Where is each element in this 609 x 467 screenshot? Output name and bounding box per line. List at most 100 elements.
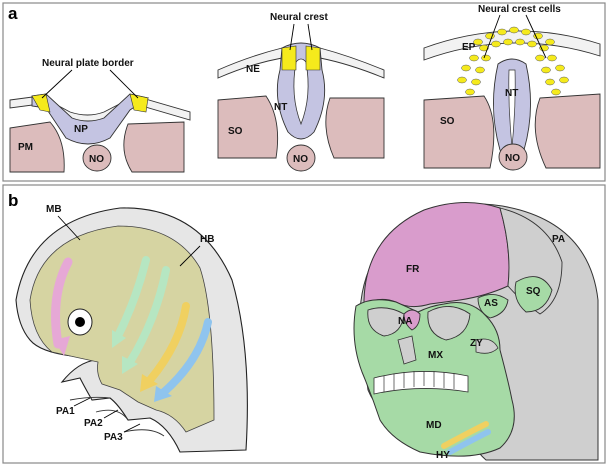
neural-crest-right (305, 45, 321, 71)
adult-skull: FR PA AS SQ NA ZY MX MD HY (353, 201, 599, 461)
neural-plate-border-left (31, 93, 51, 113)
label-np: NP (74, 124, 88, 135)
crest-cell (547, 54, 557, 62)
pointer-cells-right (525, 14, 547, 59)
label-nt-2: NT (274, 102, 287, 113)
crest-cell (509, 26, 519, 34)
crest-cell (473, 38, 483, 46)
label-na: NA (398, 316, 412, 327)
label-neural-crest: Neural crest (270, 12, 328, 23)
migration-arrow-green-2 (126, 266, 170, 366)
nasal-cavity (397, 335, 417, 365)
panel-b: b MB HB PA1 PA2 PA (2, 184, 606, 464)
label-ep: EP (462, 42, 476, 53)
label-pa2: PA2 (84, 418, 103, 429)
migration-arrowhead-blue (154, 386, 172, 402)
pointer-border-left (41, 69, 73, 99)
somite-right-3 (534, 93, 601, 169)
neural-plate-border-right (129, 93, 149, 113)
label-hb: HB (200, 234, 214, 245)
migration-arrow-green-1 (114, 256, 150, 340)
crest-cell (545, 78, 555, 86)
label-fr: FR (406, 264, 420, 275)
hyoid-blue (447, 429, 491, 455)
teeth (373, 371, 469, 395)
neural-crest-left (281, 45, 297, 71)
crest-cell (491, 40, 501, 48)
migration-arrow-pink (51, 257, 73, 349)
stage-neural-tube: Neural crest NE NT SO NO (217, 12, 385, 172)
pointer-hb (179, 245, 201, 267)
stage-neural-crest-cells: Neural crest cells EP NT SO NO (423, 4, 601, 171)
crest-cell (481, 54, 491, 62)
crest-cell (471, 78, 481, 86)
eye-socket-right (427, 306, 471, 341)
label-ne: NE (246, 64, 260, 75)
label-pa3: PA3 (104, 432, 123, 443)
somite-left-3 (423, 95, 495, 169)
notochord-1 (82, 144, 112, 172)
crest-cell (485, 32, 495, 40)
crest-cell (465, 88, 475, 96)
panel-a-letter: a (8, 4, 18, 23)
crest-cell (475, 66, 485, 74)
tooth-separators (383, 371, 455, 392)
crest-cell (503, 38, 513, 46)
label-pm: PM (18, 142, 33, 153)
pharyngeal-arch-contours (69, 396, 165, 437)
crest-cell (551, 88, 561, 96)
somite-right-2 (325, 97, 385, 159)
label-neural-crest-cells: Neural crest cells (478, 4, 561, 15)
label-pa1: PA1 (56, 406, 75, 417)
crest-cell (469, 54, 479, 62)
epidermis (423, 30, 601, 61)
panel-b-frame (2, 184, 606, 464)
migration-arrowhead-green-2 (122, 356, 138, 374)
pupil (75, 317, 85, 327)
crest-cell (541, 66, 551, 74)
ectoderm-right (319, 47, 385, 79)
paraxial-mesoderm-left (9, 121, 65, 173)
somite-left-2 (217, 95, 279, 159)
migration-arrow-yellow (146, 302, 190, 384)
pointer-crest-left (289, 23, 295, 51)
label-mx: MX (428, 350, 443, 361)
migration-arrow-blue (160, 318, 212, 396)
squamosal-bone (514, 276, 553, 313)
hyoid-yellow (441, 421, 489, 449)
stage-neural-plate: Neural plate border NP PM NO (9, 58, 191, 173)
pointer-pa1 (73, 397, 91, 407)
label-as: AS (484, 298, 498, 309)
notochord-2 (286, 144, 316, 172)
label-pa: PA (552, 234, 565, 245)
label-so-2: SO (228, 126, 243, 137)
pointer-pa2 (103, 409, 119, 419)
crest-cell (559, 76, 569, 84)
migration-arrowhead-yellow (140, 374, 158, 392)
label-no-2: NO (293, 154, 308, 165)
alisphenoid-bone (477, 294, 509, 319)
label-zy: ZY (470, 338, 483, 349)
eye-socket-left (367, 307, 405, 337)
label-neural-plate-border: Neural plate border (42, 58, 134, 69)
crest-cell (535, 54, 545, 62)
migrating-crest-cells (457, 26, 569, 96)
label-no-3: NO (505, 153, 520, 164)
label-sq: SQ (526, 286, 541, 297)
crest-cell (521, 28, 531, 36)
migration-arrowhead-green-1 (112, 330, 126, 348)
crest-cell (461, 64, 471, 72)
zygomatic-arch-gap (475, 338, 499, 354)
label-mb: MB (46, 204, 62, 215)
neural-tube-lumen-2 (293, 58, 309, 126)
notochord-3 (498, 143, 528, 171)
pointer-cells-left (483, 14, 501, 59)
crest-cell (497, 28, 507, 36)
pointer-crest-right (307, 23, 313, 51)
pointer-pa3 (123, 423, 141, 433)
panel-b-letter: b (8, 191, 18, 210)
crest-cell (545, 38, 555, 46)
crest-cell (533, 32, 543, 40)
label-hy: HY (436, 450, 450, 461)
